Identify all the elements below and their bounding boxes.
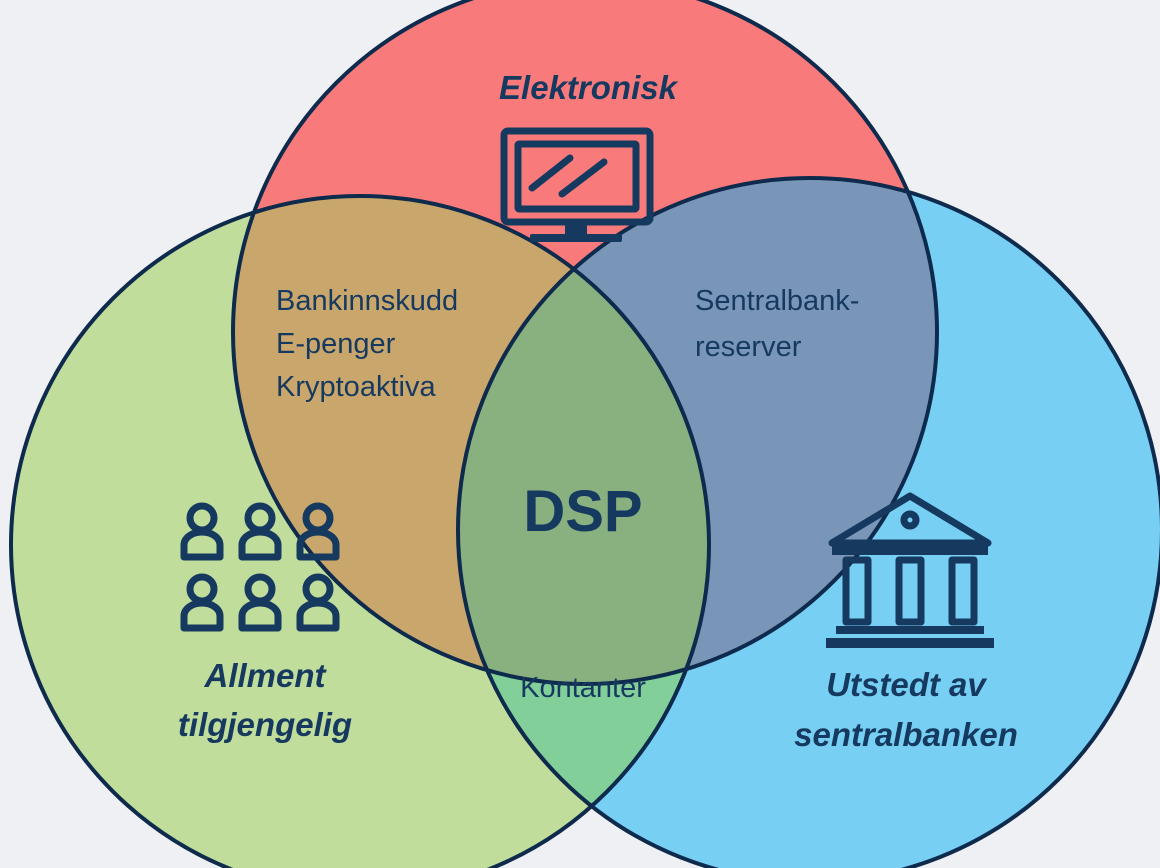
circle-right-outline <box>456 176 1160 868</box>
center-label: DSP <box>523 479 642 544</box>
set-left-label-line-2: tilgjengelig <box>178 706 352 743</box>
set-right-label-line-2: sentralbanken <box>794 716 1018 753</box>
monitor-icon <box>500 127 654 242</box>
region-left-right-label: Kontanter <box>520 672 646 704</box>
set-right-label-line-1: Utstedt av <box>826 666 987 703</box>
region-top-left-item-3: Kryptoaktiva <box>276 371 436 403</box>
circle-top-outline <box>231 0 939 686</box>
bank-building-icon <box>826 492 994 648</box>
circle-left-outline <box>9 194 711 868</box>
region-top-right-line-2: reserver <box>695 331 802 363</box>
people-group-icon <box>180 502 340 632</box>
set-left-label-line-1: Allment <box>203 657 327 694</box>
set-top-label: Elektronisk <box>499 69 679 106</box>
overlap-center <box>458 196 709 684</box>
region-top-right-line-1: Sentralbank- <box>695 285 859 317</box>
region-top-left-item-1: Bankinnskudd <box>276 285 458 317</box>
region-top-left-item-2: E-penger <box>276 328 396 360</box>
